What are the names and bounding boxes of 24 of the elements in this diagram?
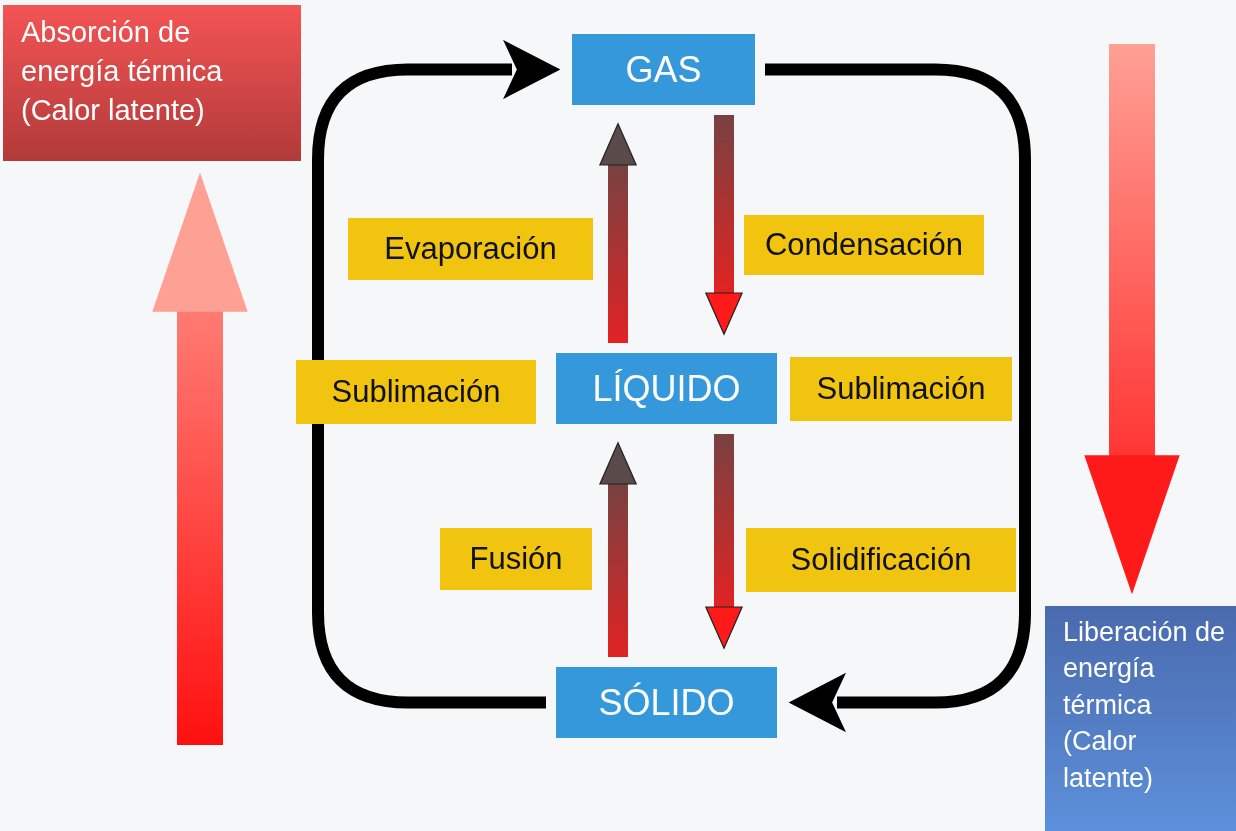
curved-arrow (312, 40, 560, 709)
state-box (556, 353, 777, 424)
arrow (705, 434, 743, 649)
state-label: LÍQUIDO (592, 367, 741, 410)
arrow (705, 115, 743, 335)
edge-label: Solidificación (746, 528, 1016, 592)
energy-text: Liberación de energía térmica (Calor latente) (1063, 616, 1226, 795)
state-label: GAS (625, 48, 702, 91)
arrow (599, 123, 637, 343)
edge-label: Condensación (744, 215, 984, 275)
state-box (572, 34, 755, 105)
energy-box (3, 5, 301, 161)
edge-label: Fusión (440, 528, 592, 590)
state-box (556, 667, 777, 738)
edge-label: Sublimación (296, 360, 536, 424)
edge-label: Sublimación (790, 357, 1012, 421)
arrow (599, 442, 637, 657)
energy-arrow (1084, 44, 1180, 593)
curved-arrow (765, 63, 1031, 732)
energy-text: Absorción de energía térmica (Calor latente) (21, 15, 224, 129)
state-label: SÓLIDO (598, 681, 735, 724)
energy-arrow (152, 174, 248, 745)
edge-label: Evaporación (348, 218, 593, 280)
energy-box (1045, 606, 1236, 831)
